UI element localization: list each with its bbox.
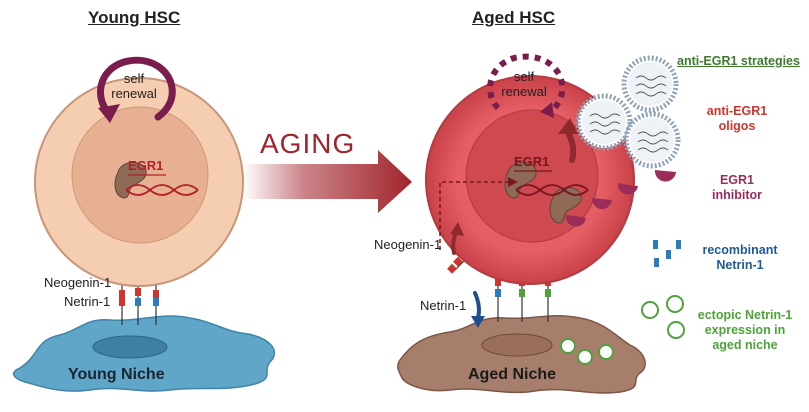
aged-self-renewal-arrow bbox=[487, 53, 566, 115]
aged-self-renewal-label: self renewal bbox=[501, 69, 547, 99]
ectopic-netrin-circles bbox=[641, 295, 685, 339]
young-dna bbox=[125, 184, 199, 196]
recombinant-label: recombinant Netrin-1 bbox=[702, 243, 778, 272]
inhibitor-label: EGR1 inhibitor bbox=[712, 173, 762, 202]
young-netrin-label: Netrin-1 bbox=[64, 294, 111, 309]
aged-niche-label: Aged Niche bbox=[468, 366, 557, 383]
aged-neogenin-label: Neogenin-1 bbox=[374, 237, 442, 252]
ectopic-label: ectopic Netrin-1 expression in aged nich… bbox=[697, 308, 793, 352]
young-niche-label: Young Niche bbox=[68, 366, 165, 383]
aging-arrow bbox=[243, 150, 412, 213]
aged-netrin-label: Netrin-1 bbox=[420, 298, 467, 313]
aged-signal-arrow bbox=[439, 181, 508, 250]
aged-up-arrow bbox=[565, 129, 577, 163]
aged-niche-netrin-vesicles bbox=[560, 338, 614, 365]
young-niche-nucleus bbox=[92, 335, 168, 359]
young-receptors bbox=[119, 284, 159, 325]
aged-niche-nucleus bbox=[481, 333, 553, 357]
aged-up-arrowhead bbox=[558, 118, 578, 134]
young-self-renewal-label: self renewal bbox=[111, 71, 157, 101]
netrin-down-arrowhead bbox=[471, 316, 485, 328]
young-hsc-title: Young HSC bbox=[88, 8, 181, 27]
liposome-1 bbox=[621, 55, 679, 113]
neogenin-up-arrowhead bbox=[450, 222, 464, 236]
aged-self-renewal-arrowhead bbox=[540, 102, 554, 118]
aged-hsc-title: Aged HSC bbox=[472, 8, 556, 27]
aged-egr1-protein-2 bbox=[549, 187, 582, 224]
liposome-3 bbox=[623, 111, 681, 169]
egr1-inhibitor-shapes bbox=[565, 170, 676, 227]
young-self-renewal-arrow bbox=[97, 56, 176, 121]
young-egr1-label: EGR1 bbox=[128, 158, 164, 173]
strategies-header: anti-EGR1 strategies bbox=[677, 54, 800, 68]
recombinant-netrin-pieces bbox=[653, 240, 681, 267]
netrin-down-arrow bbox=[473, 291, 481, 320]
young-self-renewal-arrowhead bbox=[98, 104, 120, 123]
aged-dna bbox=[515, 184, 589, 196]
aged-egr1-label: EGR1 bbox=[514, 154, 550, 169]
aged-signal-arrowhead bbox=[508, 177, 518, 187]
young-neogenin-label: Neogenin-1 bbox=[44, 275, 112, 290]
liposome-2 bbox=[575, 93, 633, 151]
oligos-label: anti-EGR1 oligos bbox=[706, 104, 768, 133]
aging-label: AGING bbox=[260, 128, 356, 159]
